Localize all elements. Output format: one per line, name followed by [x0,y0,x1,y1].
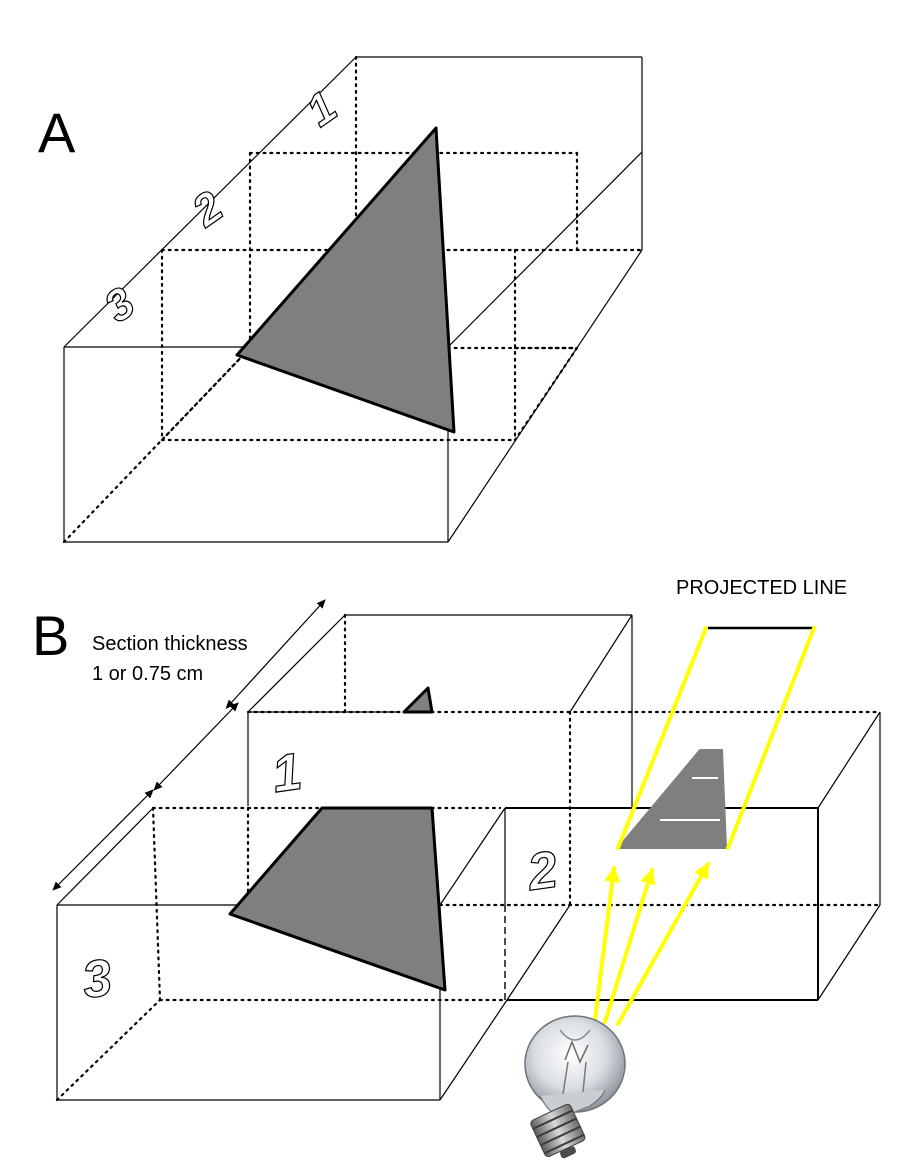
light-rays [593,862,710,1026]
panel-a-slice-number-1: 1 [298,82,346,136]
panel-a: A [38,55,644,544]
slab-1-triangle-piece [402,686,434,714]
thickness-arrows [52,599,326,891]
projected-line-label: PROJECTED LINE [676,577,847,599]
light-bulb-icon [524,1015,626,1159]
slab-3-triangle-piece [228,806,447,992]
projected-shadow-highlights [660,777,720,821]
panel-a-label: A [38,101,76,164]
projection-rays [616,626,816,850]
slab-2 [438,710,882,1001]
panel-b-slice-number-2: 2 [523,841,561,903]
projected-triangle-shadow [615,749,728,849]
section-thickness-value: 1 or 0.75 cm [92,663,203,685]
panel-b-slice-number-3: 3 [79,949,116,1010]
slab-1 [246,613,882,808]
section-thickness-label: Section thickness [92,633,248,655]
panel-a-slice-number-3: 3 [96,278,144,332]
panel-b: B Section thickness 1 or 0.75 cm [32,577,882,1159]
panel-b-slice-number-1: 1 [269,743,306,804]
panel-b-label: B [32,604,69,667]
panel-a-triangle-object [235,126,456,434]
panel-a-slice-number-2: 2 [183,182,232,237]
